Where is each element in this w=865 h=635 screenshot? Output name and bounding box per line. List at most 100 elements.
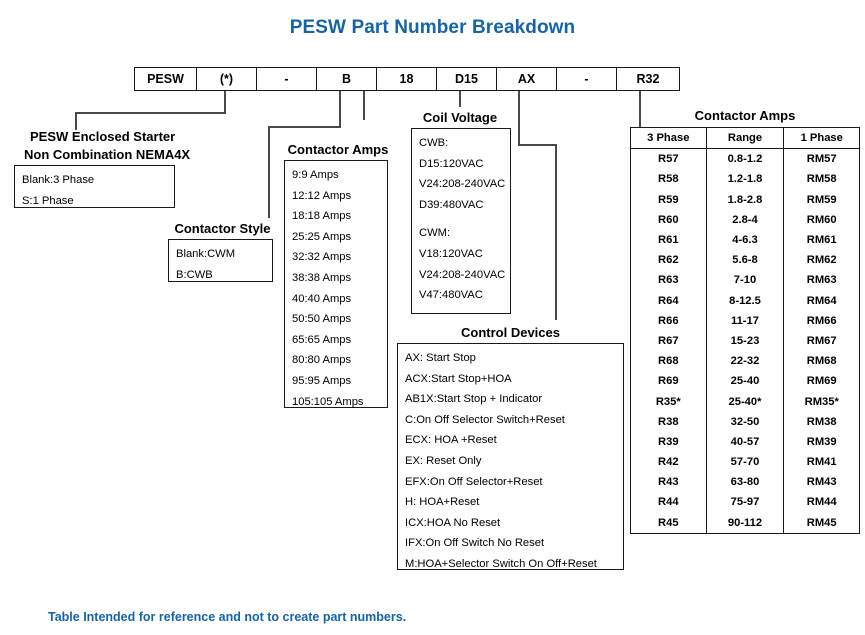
table-cell: RM61 [783, 229, 860, 251]
table-cell: R61 [658, 234, 679, 247]
coil-voltage-option-item: D15:120VAC [419, 157, 484, 170]
table-cell: R44 [658, 496, 679, 509]
connector-line [268, 126, 270, 218]
table-cell: 40-57 [705, 431, 784, 452]
table-cell: RM44 [783, 492, 860, 513]
table-cell: 32-50 [705, 411, 784, 432]
table-cell: RM58 [783, 169, 860, 190]
table-cell: R69 [658, 375, 679, 388]
enclosed-starter-option-item: Blank:3 Phase [22, 174, 95, 186]
control-device-option-item: EFX:On Off Selector+Reset [405, 475, 543, 488]
contactor-amps-option-item: 65:65 Amps [292, 333, 352, 346]
part-number-cell-6: AX [497, 68, 557, 90]
table-cell: RM68 [783, 351, 860, 372]
table-row: R35* 25-40*RM35* [631, 391, 860, 412]
table-cell: R67 [658, 334, 679, 347]
table-cell: RM64 [783, 290, 860, 311]
list-spacer [419, 215, 510, 223]
table-column-header: 1 Phase [783, 127, 860, 150]
table-cell: R45 [658, 516, 679, 529]
control-devices-label: Control Devices [461, 325, 560, 340]
control-device-option-item: ICX:HOA No Reset [405, 516, 501, 529]
table-cell: RM57 [783, 148, 860, 170]
table-cell: 25-40 [705, 371, 784, 392]
contactor-amps-table-label: Contactor Amps [694, 108, 796, 123]
contactor-amps-option-item: 12:12 Amps [292, 189, 352, 202]
table-cell: 11-17 [705, 310, 784, 331]
table-cell: 1.2-1.8 [705, 169, 784, 190]
part-number-cell-4: 18 [377, 68, 437, 90]
coil-voltage-option-item: V24:208-240VAC [419, 268, 506, 281]
part-number-cell-5: D15 [437, 68, 497, 90]
contactor-style-box: Blank:CWM B:CWB [168, 239, 273, 282]
table-cell: RM60 [783, 209, 860, 230]
contactor-style-option-item: Blank:CWM [176, 248, 236, 260]
table-cell: R38 [658, 415, 679, 428]
table-cell: RM69 [783, 371, 860, 392]
table-cell: R35* [655, 395, 681, 408]
table-cell: 8-12.5 [705, 290, 784, 311]
table-cell: 0.8-1.2 [705, 148, 784, 170]
part-number-cell-0: PESW [135, 68, 197, 90]
coil-voltage-option-item: CWM: [419, 227, 451, 240]
contactor-amps-option-item: 9:9 Amps [292, 169, 339, 181]
table-cell: R60 [658, 213, 679, 226]
page-title: PESW Part Number Breakdown [289, 17, 576, 38]
table-cell: R43 [658, 476, 679, 489]
contactor-style-option-item: B:CWB [176, 268, 213, 281]
contactor-amps-option-item: 38:38 Amps [292, 271, 352, 284]
control-device-option-item: M:HOA+Selector Switch On Off+Reset [405, 557, 597, 570]
coil-voltage-option-item: D39:480VAC [419, 198, 484, 211]
control-device-option-item: AB1X:Start Stop + Indicator [405, 393, 543, 406]
table-cell: 4-6.3 [705, 229, 784, 251]
coil-voltage-options: CWB: D15:120VAC V24:208-240VAC D39:480VAC CW… [412, 129, 510, 310]
part-number-cell-2: - [257, 68, 317, 90]
coil-voltage-box: CWB: D15:120VAC V24:208-240VAC D39:480VAC CW… [411, 128, 511, 314]
table-cell: R59 [658, 193, 679, 206]
connector-line [459, 91, 461, 107]
contactor-amps-option-item: 95:95 Amps [292, 374, 352, 387]
footer-note: Table Intended for reference and not to … [48, 610, 407, 624]
connector-line [363, 118, 365, 120]
contactor-amps-option-item: 40:40 Amps [292, 292, 352, 305]
table-cell: 5.6-8 [705, 250, 784, 271]
control-device-option-item: ECX: HOA +Reset [405, 434, 497, 447]
table-cell: RM41 [783, 452, 860, 473]
contactor-amps-option-item: 105:105 Amps [292, 395, 364, 408]
table-cell: RM67 [783, 330, 860, 352]
enclosed-starter-option-item: S:1 Phase [22, 194, 74, 207]
table-cell: 22-32 [705, 351, 784, 372]
coil-voltage-label: Coil Voltage [422, 110, 498, 125]
enclosed-starter-heading-line2: Non Combination NEMA4X [24, 147, 191, 162]
connector-line [268, 126, 341, 128]
control-device-option-item: H: HOA+Reset [405, 496, 480, 509]
connector-line [224, 91, 226, 114]
contactor-amps-option-item: 18:18 Amps [292, 210, 352, 223]
connector-line [75, 112, 77, 130]
table-cell: RM39 [783, 431, 860, 452]
control-device-option-item: AX: Start Stop [405, 352, 476, 364]
table-cell: RM35* [783, 391, 860, 412]
table-cell: RM62 [783, 250, 860, 271]
table-cell: 25-40* [705, 391, 784, 412]
table-cell: RM45 [783, 512, 860, 534]
coil-voltage-option-item: CWB: [419, 137, 449, 149]
connector-line [555, 144, 557, 320]
table-cell: RM63 [783, 270, 860, 291]
